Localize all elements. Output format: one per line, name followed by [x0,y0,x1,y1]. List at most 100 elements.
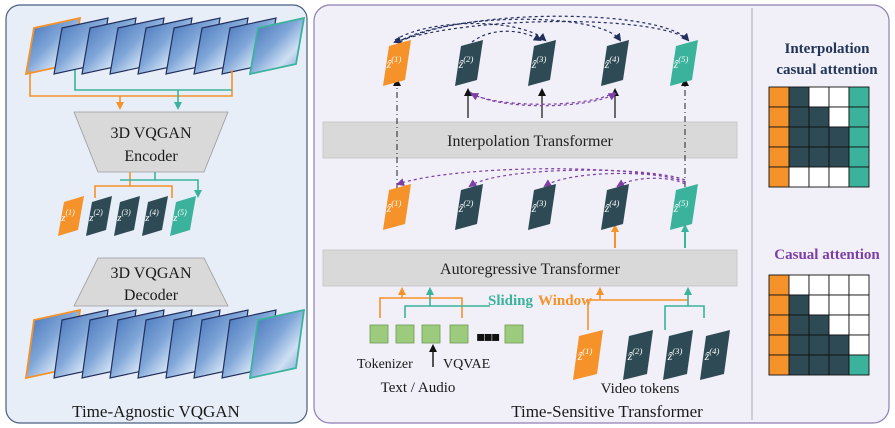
generated-token: ẑ(1) [383,184,411,230]
autoregressive-transformer-bar [322,249,738,287]
attention-cell [788,146,810,168]
generated-token: ẑ(4) [601,40,629,86]
tokenizer-label: Tokenizer [357,357,413,372]
generated-token: ẑ(5) [670,184,698,230]
reconstructed-video-frames [24,308,306,380]
attention-cell [768,354,790,376]
attention-cell [788,274,810,296]
attention-cell [788,106,810,128]
interp-attention-title-line2: casual attention [776,62,878,78]
generated-token: ẑ(2) [455,184,483,230]
video-token: ẑ(1) [573,330,603,380]
attention-cell [768,166,790,188]
autoregressive-token-row: ẑ(1) ẑ(2) ẑ(3) ẑ(4) ẑ(5) [383,184,698,230]
encoder-label-line1: 3D VQGAN [110,125,191,142]
input-video-frames [24,16,306,76]
attention-cell [808,314,830,336]
vqvae-label: VQVAE [443,357,490,372]
attention-cell [808,274,830,296]
attention-cell [788,354,810,376]
text-token [504,324,524,344]
latent-token: z(4) [142,196,168,236]
attention-cell [768,86,790,108]
attention-cell [808,334,830,356]
attention-cell [848,314,870,336]
attention-cell [848,294,870,316]
left-panel: 3D VQGAN Encoder z(1)z(2)z(3)z(4)z(5) 3D… [5,4,308,424]
causal-attention-title: Casual attention [774,247,880,263]
attention-cell [848,166,870,188]
attention-cell [848,126,870,148]
interp-attention-title-line1: Interpolation [784,41,870,57]
attention-cell [828,106,850,128]
attention-cell [828,166,850,188]
video-token: ẑ(2) [623,330,653,380]
attention-cell [768,126,790,148]
attention-cell [808,86,830,108]
video-tokens-label: Video tokens [601,381,680,397]
latent-token-row: z(1)z(2)z(3)z(4)z(5) [58,196,196,236]
attention-cell [848,334,870,356]
decoder-label-line1: 3D VQGAN [110,265,191,282]
right-panel: Interpolation casual attention Casual at… [768,41,880,376]
attention-cell [828,314,850,336]
attention-cell [768,314,790,336]
attention-cell [788,86,810,108]
attention-cell [828,334,850,356]
attention-cell [788,334,810,356]
attention-cell [768,334,790,356]
ellipsis: ▪▪▪ [476,329,500,345]
attention-cell [848,86,870,108]
attention-cell [768,106,790,128]
text-token [449,324,469,344]
generated-token: ẑ(4) [601,184,629,230]
video-token: ẑ(4) [700,330,730,380]
generated-token: ẑ(3) [528,184,556,230]
interpolated-token-row: ẑ(1) ẑ(2) ẑ(3) ẑ(4) ẑ(5) [383,40,698,86]
generated-token: ẑ(1) [383,40,411,86]
attention-cell [808,146,830,168]
attention-cell [788,126,810,148]
latent-token: z(5) [170,196,196,236]
latent-token: z(1) [58,196,84,236]
attention-cell [848,354,870,376]
generated-token: ẑ(3) [528,40,556,86]
text-token [369,324,389,344]
video-frame [248,16,306,76]
attention-cell [808,166,830,188]
decoder-block [73,257,229,307]
attention-cell [768,274,790,296]
generated-token: ẑ(5) [670,40,698,86]
text-token [395,324,415,344]
attention-cell [828,294,850,316]
attention-cell [788,166,810,188]
causal-attention-grid [768,274,870,376]
text-audio-token-row [369,324,524,344]
attention-cell [848,106,870,128]
attention-cell [828,146,850,168]
autoregressive-transformer-label: Autoregressive Transformer [440,261,621,278]
attention-cell [768,146,790,168]
attention-cell [828,274,850,296]
attention-cell [768,294,790,316]
encoder-block [73,111,229,173]
middle-panel-title: Time-Sensitive Transformer [511,402,703,421]
video-token: ẑ(3) [663,330,693,380]
interpolation-transformer-bar [322,121,738,159]
attention-cell [828,354,850,376]
text-audio-label: Text / Audio [381,380,456,396]
attention-cell [808,106,830,128]
attention-cell [848,146,870,168]
attention-cell [808,294,830,316]
generated-token: ẑ(2) [455,40,483,86]
text-token [421,324,441,344]
video-token-row: ẑ(1) ẑ(2) ẑ(3)ẑ(4) [573,330,730,380]
middle-panel: Interpolation Transformer Autoregressive… [313,4,890,424]
attention-cell [808,126,830,148]
encoder-label-line2: Encoder [124,148,178,165]
attention-cell [828,86,850,108]
interpolation-transformer-label: Interpolation Transformer [447,133,613,150]
attention-cell [788,294,810,316]
decoder-label-line2: Decoder [124,287,179,304]
